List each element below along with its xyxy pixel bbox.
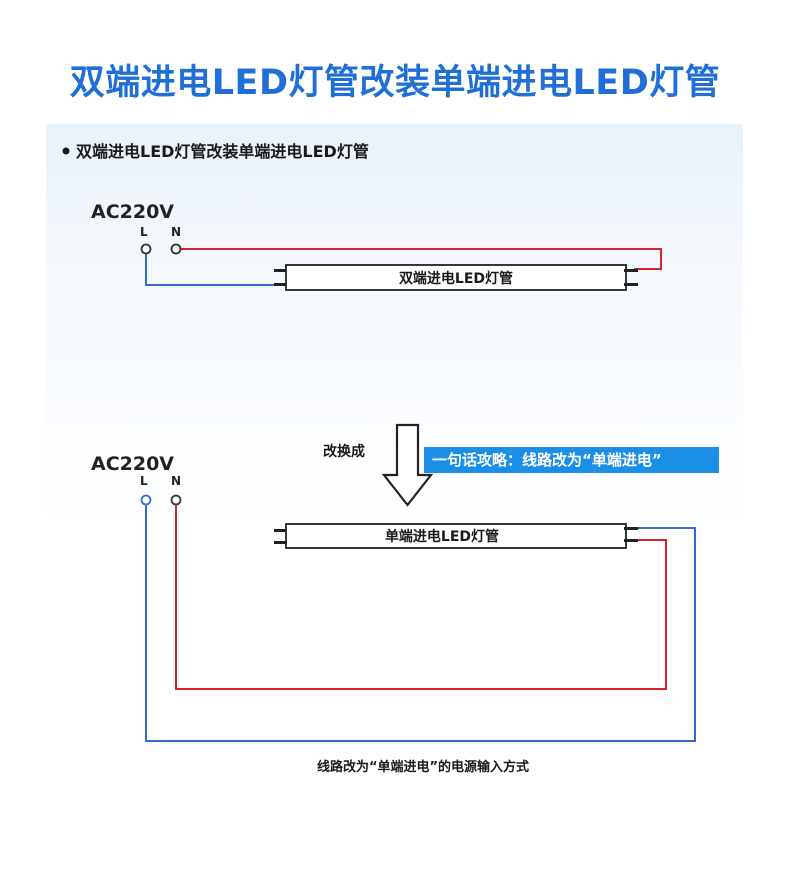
tip-banner bbox=[424, 447, 719, 473]
bottom-voltage-label: AC220V bbox=[91, 453, 174, 475]
bottom-live-wire bbox=[175, 505, 667, 690]
top-terminal-n bbox=[170, 243, 182, 255]
tip-banner-text: 一句话攻略：线路改为“单端进电” bbox=[432, 451, 662, 469]
top-terminal-l-label: L bbox=[140, 225, 148, 239]
down-arrow-icon bbox=[381, 423, 434, 507]
top-terminal-l bbox=[140, 243, 152, 255]
top-tube-label: 双端进电LED灯管 bbox=[399, 270, 513, 287]
top-live-wire bbox=[181, 248, 662, 270]
bottom-terminal-n-label: N bbox=[171, 474, 181, 488]
bottom-terminal-l-label: L bbox=[140, 474, 148, 488]
top-neutral-wire bbox=[145, 254, 279, 286]
bottom-neutral-wire bbox=[145, 505, 696, 742]
diagram-caption: 线路改为“单端进电”的电源输入方式 bbox=[317, 759, 529, 775]
bottom-terminal-l bbox=[140, 494, 152, 506]
bottom-terminal-n bbox=[170, 494, 182, 506]
top-voltage-label: AC220V bbox=[91, 201, 174, 223]
top-led-tube: 双端进电LED灯管 bbox=[274, 264, 638, 291]
section-subtitle: 双端进电LED灯管改装单端进电LED灯管 bbox=[76, 142, 369, 161]
bottom-led-tube: 单端进电LED灯管 bbox=[274, 523, 638, 549]
bullet-icon bbox=[62, 147, 70, 155]
top-terminal-n-label: N bbox=[171, 225, 181, 239]
bottom-tube-label: 单端进电LED灯管 bbox=[385, 528, 499, 545]
page-title: 双端进电LED灯管改装单端进电LED灯管 bbox=[69, 63, 721, 103]
change-to-label: 改换成 bbox=[323, 443, 365, 460]
